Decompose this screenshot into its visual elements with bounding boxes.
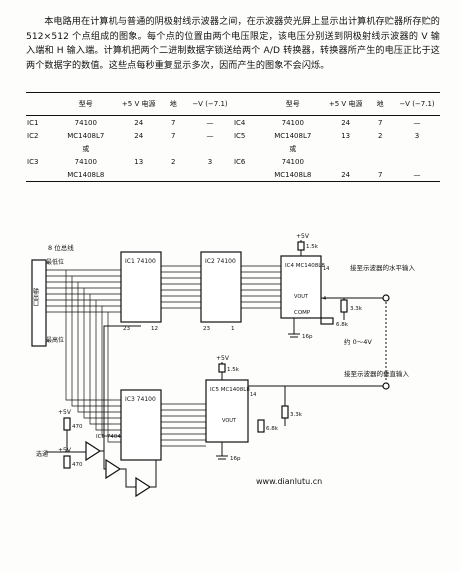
resistor-label: 470	[72, 424, 83, 430]
ic2-pin-label: 1	[231, 326, 235, 332]
ic5-pin-label: 14	[250, 392, 256, 398]
ic4-comp-label: COMP	[294, 310, 311, 316]
ic2-pin-label: 23	[203, 326, 210, 332]
circuit-schematic: 8 位总线 最低位 最高位 输出口 IC1 74100 23 12 IC2 74…	[31, 233, 416, 498]
capacitor-label: 16p	[230, 456, 241, 462]
ic5-supply-label: +5V	[216, 355, 230, 362]
resistor-1-5k-top	[297, 241, 305, 251]
header-gnd: 地	[159, 92, 187, 116]
header-model-2: 型号	[260, 92, 325, 116]
resistor-label: 3.3k	[350, 306, 363, 312]
table-row: MC1408L8 MC1408L8 24 7 —	[67, 170, 421, 179]
v-output-terminal	[382, 382, 390, 390]
ic1-latch	[120, 251, 162, 323]
ic4-pin-label: 4	[323, 296, 326, 302]
supply-label: +5V	[58, 447, 72, 454]
resistor-470-bottom	[63, 455, 71, 469]
inverter-gate-2	[105, 458, 122, 480]
ic1-label: IC1 74100	[125, 258, 156, 265]
ic1-pin-label: 12	[151, 326, 158, 332]
resistor-3-3k-bottom	[281, 405, 289, 419]
ic6-label: IC6 7404	[96, 434, 121, 440]
lsb-label: 最低位	[46, 258, 64, 266]
range-label: 约 0～4V	[344, 337, 372, 346]
data-lines-y	[161, 403, 206, 447]
description-paragraph: 本电路用在计算机与普通的阴极射线示波器之间，在示波器荧光屏上显示出计算机存贮器所…	[26, 17, 440, 71]
resistor-label: 6.8k	[336, 322, 349, 328]
supply-label: +5V	[58, 409, 72, 416]
table-row: 或 或	[82, 144, 297, 153]
header-vneg-2: −V (−7.1)	[393, 92, 440, 116]
ic5-dac	[205, 379, 249, 443]
table-row: IC2 MC1408L7 24 7 — IC5 MC1408L7 13 2 3	[27, 131, 420, 140]
h-output-label: 接至示波器的水平输入	[350, 263, 416, 272]
port-label: 输出口	[32, 287, 39, 307]
ic3-label: IC3 74100	[125, 396, 156, 403]
bus-label: 8 位总线	[48, 243, 74, 252]
v-output-label: 接至示波器的垂直输入	[344, 369, 410, 378]
ic4-pin-label: 14	[323, 266, 329, 272]
resistor-label: 3.3k	[290, 412, 303, 418]
resistor-label: 1.5k	[227, 367, 240, 373]
h-output-terminal	[382, 294, 390, 302]
resistor-470-top	[63, 417, 71, 431]
resistor-6-8k-top	[320, 317, 334, 325]
ic2-label: IC2 74100	[205, 258, 236, 265]
ic4-supply-label: +5V	[296, 233, 310, 240]
table-row: IC1 74100 24 7 — IC4 74100 24 7 —	[27, 118, 421, 127]
ic5-label: IC5 MC1408L8	[210, 387, 250, 393]
resistor-6-8k-bottom	[257, 419, 265, 433]
ic5-vout-label: VOUT	[222, 418, 237, 424]
ic-spec-table: 型号 +5 V 电源 地 −V (−7.1) 型号 +5 V 电源 地 −V (…	[26, 92, 440, 182]
bus-connector	[31, 259, 47, 347]
resistor-1-5k-bottom	[218, 363, 226, 373]
capacitor-label: 16p	[302, 334, 313, 340]
table-header-row: 型号 +5 V 电源 地 −V (−7.1) 型号 +5 V 电源 地 −V (…	[26, 92, 440, 116]
header-v5: +5 V 电源	[118, 92, 160, 116]
ic4-dac	[280, 255, 322, 319]
header-v5-2: +5 V 电源	[324, 92, 367, 116]
ic4-label: IC4 MC1408L8	[285, 263, 325, 269]
ic4-vout-label: VOUT	[294, 294, 309, 300]
resistor-label: 6.8k	[266, 426, 279, 432]
table-row: IC3 74100 13 2 3 IC6 74100	[27, 157, 304, 166]
ic1-pin-label: 23	[123, 326, 130, 332]
header-model: 型号	[53, 92, 118, 116]
ic2-latch	[200, 251, 242, 323]
msb-label: 最高位	[46, 336, 64, 344]
header-gnd-2: 地	[366, 92, 394, 116]
strobe-label: 选通	[36, 450, 48, 458]
bus-lines	[46, 269, 121, 443]
watermark: www.dianlutu.cn	[256, 477, 322, 486]
inverter-gate-1	[85, 440, 102, 462]
resistor-label: 1.5k	[306, 244, 319, 250]
inverter-gate-3	[135, 476, 152, 498]
header-vneg: −V (−7.1)	[186, 92, 233, 116]
resistor-label: 470	[72, 462, 83, 468]
resistor-3-3k-top	[340, 299, 348, 313]
ic3-latch	[120, 389, 162, 461]
data-lines-x	[161, 265, 281, 309]
